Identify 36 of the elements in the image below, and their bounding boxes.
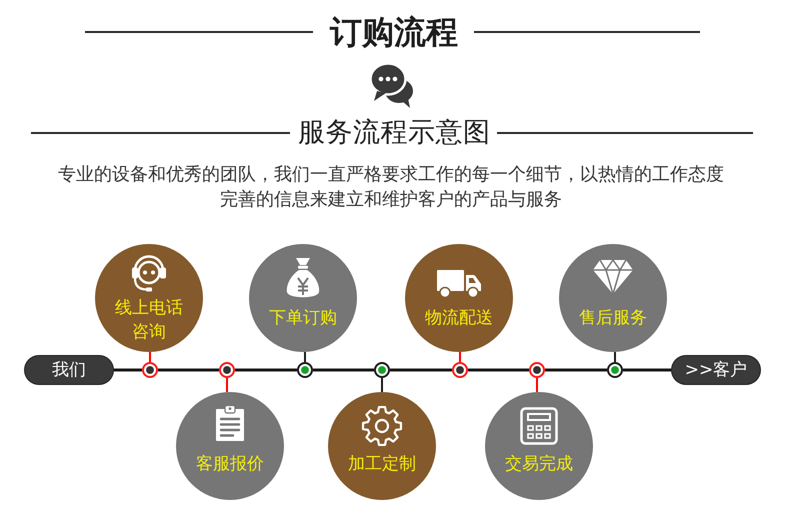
timeline-line xyxy=(113,368,142,372)
timeline-dot xyxy=(374,362,390,378)
timeline-line xyxy=(313,368,374,372)
stem-line xyxy=(614,352,616,362)
subtitle-text: 服务流程示意图 xyxy=(298,117,490,149)
step-label: 售后服务 xyxy=(579,307,647,330)
step-label: 客服报价 xyxy=(196,453,264,476)
stem-line xyxy=(536,378,538,392)
start-pill xyxy=(25,356,113,384)
timeline-line xyxy=(235,368,297,372)
stem-line xyxy=(381,378,383,392)
title-text: 订购流程 xyxy=(330,13,458,51)
stem-line xyxy=(304,352,306,362)
stem-line xyxy=(459,352,461,362)
timeline-dot xyxy=(219,362,235,378)
timeline-line xyxy=(468,368,529,372)
description-text: 专业的设备和优秀的团队，我们一直严格要求工作的每一个细节，以热情的工作态度完善的信息来建立和维护客户的产品与服务 xyxy=(57,163,725,212)
step-label: 线上电话咨询 xyxy=(114,297,184,344)
end-pill xyxy=(672,356,760,384)
stem-line xyxy=(226,378,228,392)
timeline-dot xyxy=(529,362,545,378)
timeline-dot xyxy=(297,362,313,378)
step-label: 交易完成 xyxy=(505,453,573,476)
timeline-line xyxy=(545,368,607,372)
timeline-dot xyxy=(142,362,158,378)
step-label: 物流配送 xyxy=(425,307,493,330)
timeline-line xyxy=(623,368,672,372)
timeline-dot xyxy=(607,362,623,378)
timeline-line xyxy=(390,368,452,372)
timeline-line xyxy=(158,368,219,372)
pill-label: 我们 xyxy=(52,359,86,381)
stem-line xyxy=(149,352,151,362)
timeline-dot xyxy=(452,362,468,378)
step-label: 加工定制 xyxy=(348,453,416,476)
step-label: 下单订购 xyxy=(269,307,337,330)
pill-label: >>客户 xyxy=(684,359,748,381)
